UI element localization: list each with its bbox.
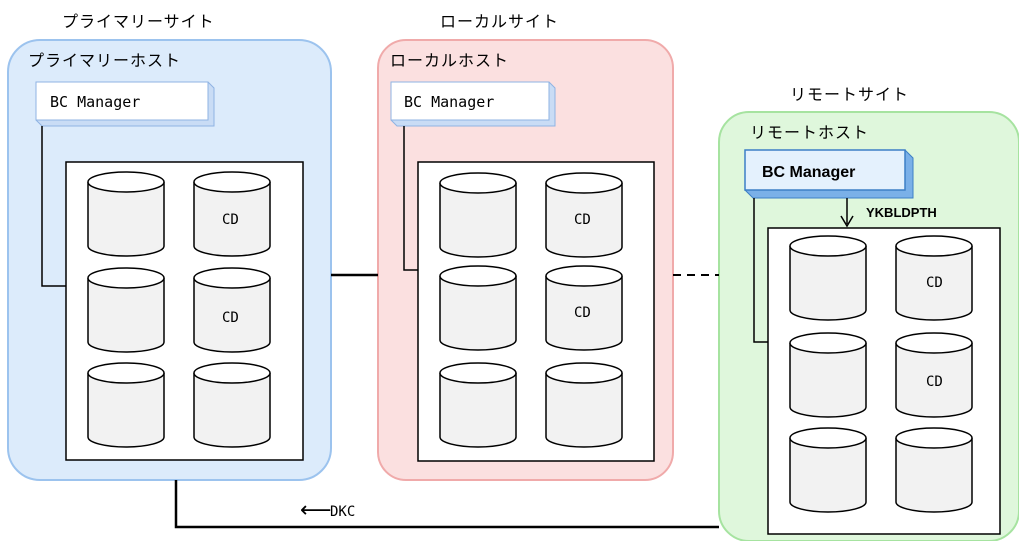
local-bc-manager-label: BC Manager	[404, 93, 494, 111]
primary-cd-label-1: CD	[222, 212, 239, 228]
primary-site-title: プライマリーサイト	[62, 12, 215, 31]
local-host-title: ローカルホスト	[390, 51, 509, 70]
remote-site-title: リモートサイト	[790, 85, 909, 104]
primary-remote-dkc-link	[174, 480, 719, 529]
local-volume-3	[439, 265, 517, 351]
local-volume-5	[439, 362, 517, 448]
primary-volume-3	[87, 267, 165, 353]
local-volume-6	[545, 362, 623, 448]
primary-volume-1	[87, 171, 165, 257]
primary-volume-6	[193, 362, 271, 448]
primary-bc-manager-label: BC Manager	[50, 93, 140, 111]
local-cd-label-1: CD	[574, 212, 591, 228]
primary-host-title: プライマリーホスト	[28, 51, 181, 70]
dkc-label: DKC	[330, 504, 355, 520]
remote-volume-1	[789, 235, 867, 321]
remote-bc-manager-box: BC Manager	[744, 149, 914, 199]
local-bc-manager-box: BC Manager	[390, 81, 556, 127]
primary-volume-5	[87, 362, 165, 448]
primary-cd-label-2: CD	[222, 310, 239, 326]
local-site-title: ローカルサイト	[440, 12, 559, 31]
remote-host-title: リモートホスト	[750, 123, 869, 142]
remote-cd-label-1: CD	[926, 275, 943, 291]
remote-bc-manager-label: BC Manager	[762, 164, 855, 181]
remote-host-connector	[753, 198, 772, 343]
remote-cd-label-2: CD	[926, 374, 943, 390]
remote-volume-3	[789, 332, 867, 418]
local-volume-1	[439, 172, 517, 258]
ykbldpth-label: YKBLDPTH	[866, 205, 937, 220]
remote-volume-6	[895, 427, 973, 513]
dkc-arrow-icon: ⟵	[300, 498, 332, 523]
primary-host-connector	[41, 126, 70, 287]
local-cd-label-2: CD	[574, 305, 591, 321]
ykbldpth-arrow-head	[840, 215, 854, 228]
primary-bc-manager-box: BC Manager	[35, 81, 215, 127]
remote-volume-5	[789, 427, 867, 513]
local-host-connector	[403, 126, 422, 271]
